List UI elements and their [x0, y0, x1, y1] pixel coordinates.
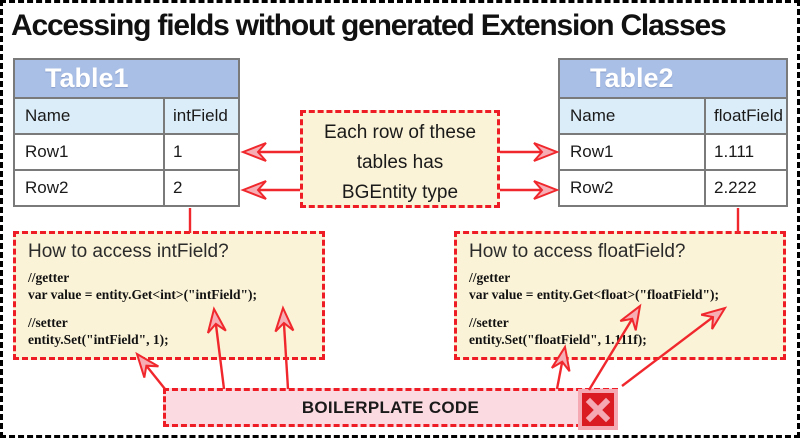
arrow-note-to-table1-row1: [240, 142, 300, 162]
setter-code: entity.Set("floatField", 1.111f);: [469, 332, 647, 347]
arrow-note-to-table2-row1: [500, 142, 560, 162]
setter-comment: //setter: [28, 315, 68, 330]
x-cross-icon-inner: [582, 393, 614, 426]
table-row: Row1 1: [15, 133, 238, 169]
table1: Table1 Name intField Row1 1 Row2 2: [13, 58, 240, 207]
code-box-title: How to access floatField?: [469, 241, 686, 262]
note-line: BGEntity type: [341, 182, 459, 203]
boilerplate-label: BOILERPLATE CODE: [301, 398, 480, 417]
table1-row1-value: 1: [163, 135, 238, 169]
table1-row1-name: Row1: [25, 142, 69, 161]
table2-row2-value: 2.222: [704, 171, 786, 205]
x-cross-icon: [578, 389, 618, 430]
note-line: Each row of these: [323, 122, 477, 143]
getter-comment: //getter: [469, 270, 511, 285]
table2-row1-name: Row1: [570, 142, 614, 161]
setter-comment: //setter: [469, 315, 509, 330]
code-box-intfield: How to access intField? //getter var val…: [13, 231, 325, 360]
code-box-title: How to access intField?: [28, 241, 229, 262]
table2: Table2 Name floatField Row1 1.111 Row2 2…: [558, 58, 788, 207]
page-title: Accessing fields without generated Exten…: [11, 9, 727, 42]
table-row: Row1 1.111: [560, 133, 786, 169]
getter-comment: //getter: [28, 270, 70, 285]
table-row: Row2 2: [15, 169, 238, 205]
arrow-note-to-table2-row2: [500, 180, 560, 200]
table2-row1-value: 1.111: [704, 135, 786, 169]
code-snippet: //getter var value = entity.Get<float>("…: [469, 270, 783, 348]
getter-code: var value = entity.Get<int>("intField");: [28, 287, 258, 302]
table-row: Row2 2.222: [560, 169, 786, 205]
table1-row2-name: Row2: [25, 178, 69, 197]
note-line: tables has: [356, 152, 444, 173]
table2-col-name: Name: [570, 106, 616, 125]
table1-title: Table1: [15, 60, 238, 99]
code-box-floatfield: How to access floatField? //getter var v…: [454, 231, 786, 360]
table2-row2-name: Row2: [570, 178, 614, 197]
bgentity-note-box: Each row of these tables has BGEntity ty…: [300, 110, 500, 208]
table2-title: Table2: [560, 60, 786, 99]
table1-col-intfield: intField: [163, 99, 238, 133]
table2-header-row: Name floatField: [560, 99, 786, 133]
setter-code: entity.Set("intField", 1);: [28, 332, 169, 347]
getter-code: var value = entity.Get<float>("floatFiel…: [469, 287, 720, 302]
code-snippet: //getter var value = entity.Get<int>("in…: [28, 270, 322, 348]
table2-col-floatfield: floatField: [704, 99, 786, 133]
arrow-note-to-table1-row2: [240, 180, 300, 200]
table1-header-row: Name intField: [15, 99, 238, 133]
boilerplate-banner: BOILERPLATE CODE: [163, 388, 618, 430]
table1-row2-value: 2: [163, 171, 238, 205]
table1-col-name: Name: [25, 106, 71, 125]
